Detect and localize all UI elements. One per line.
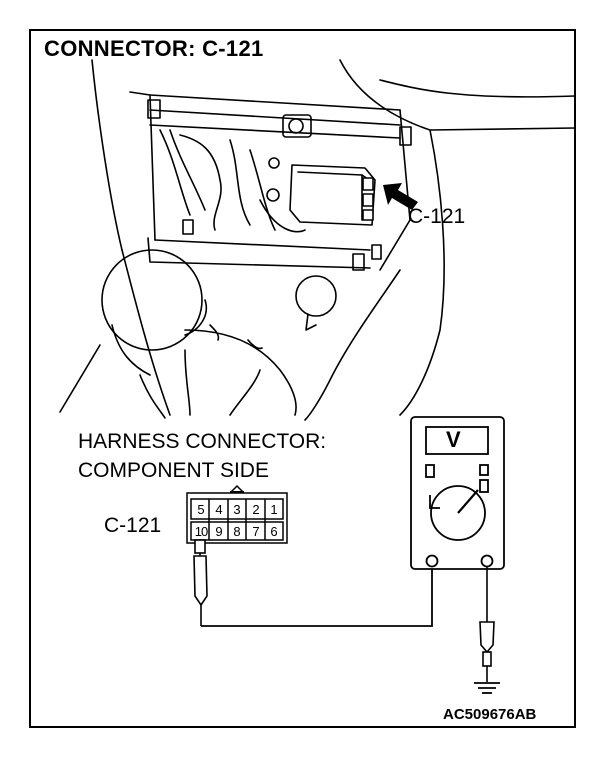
arrow-icon [383,183,418,210]
pin-label: 3 [233,502,241,517]
pin-label: 6 [270,524,278,539]
dashboard-illustration [59,59,576,421]
pin-label: 9 [215,524,223,539]
pin-label: 5 [197,502,205,517]
connector-c121-component [289,164,376,226]
pin-label: 10 [194,524,208,539]
pin-label: 8 [233,524,241,539]
pin-label: 2 [252,502,260,517]
diagram-title: CONNECTOR: C-121 [44,36,264,61]
diagram-frame [29,29,576,728]
probe-icon [193,539,208,626]
test-lead-positive [479,567,495,682]
pin-label: 7 [252,524,260,539]
voltmeter-icon [410,416,505,570]
reference-code: AC509676AB [443,706,537,723]
connector-label: C-121 [104,514,162,537]
callout-label: C-121 [408,205,466,228]
meter-display-unit: V [446,427,461,452]
pin-label: 1 [270,502,278,517]
pin-label: 4 [215,502,223,517]
ground-icon [474,682,500,694]
harness-connector-face [186,484,288,544]
harness-label-line2: COMPONENT SIDE [78,459,269,482]
harness-label-line1: HARNESS CONNECTOR: [78,430,327,453]
test-lead-negative [201,568,433,627]
